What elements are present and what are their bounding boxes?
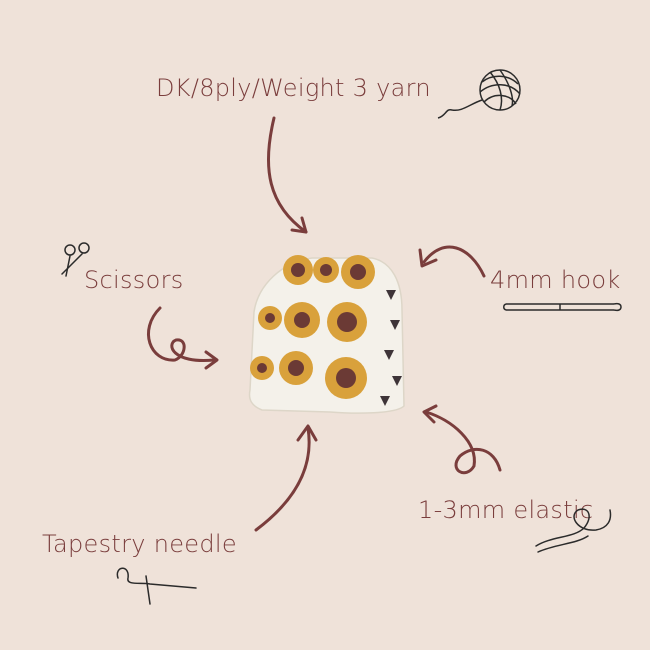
bag-side-panel xyxy=(380,290,402,406)
sunflower-motif xyxy=(313,257,339,283)
arrow-hook-head xyxy=(418,248,438,268)
needle-label: Tapestry needle xyxy=(42,530,237,558)
arrow-yarn-head xyxy=(290,216,308,234)
crochet-hook-icon xyxy=(503,302,622,312)
sunflower-motif xyxy=(283,255,313,285)
scissors-label: Scissors xyxy=(84,266,184,294)
arrow-elastic xyxy=(424,410,502,475)
arrow-needle-head xyxy=(296,424,318,442)
sunflower-motif xyxy=(279,351,313,385)
arrow-elastic-head xyxy=(422,404,438,424)
arrow-yarn xyxy=(267,116,308,234)
arrow-scissors-head xyxy=(204,350,219,370)
arrow-needle xyxy=(254,426,311,532)
arrow-hook xyxy=(422,245,486,278)
sunflower-motif xyxy=(327,302,367,342)
sunflower-motif xyxy=(341,255,375,289)
yarn-ball-icon xyxy=(437,69,521,119)
tapestry-needle-icon xyxy=(116,567,197,605)
sunflower-motifs xyxy=(250,255,375,399)
arrow-scissors xyxy=(147,306,216,362)
hook-label: 4mm hook xyxy=(490,266,621,294)
sunflower-motif xyxy=(258,306,282,330)
elastic-label: 1-3mm elastic xyxy=(418,496,594,524)
sunflower-motif xyxy=(284,302,320,338)
scissors-icon xyxy=(61,242,90,277)
yarn-label: DK/8ply/Weight 3 yarn xyxy=(156,74,431,102)
sunflower-motif xyxy=(250,356,274,380)
sunflower-motif xyxy=(325,357,367,399)
elastic-cord-icon xyxy=(535,508,612,553)
